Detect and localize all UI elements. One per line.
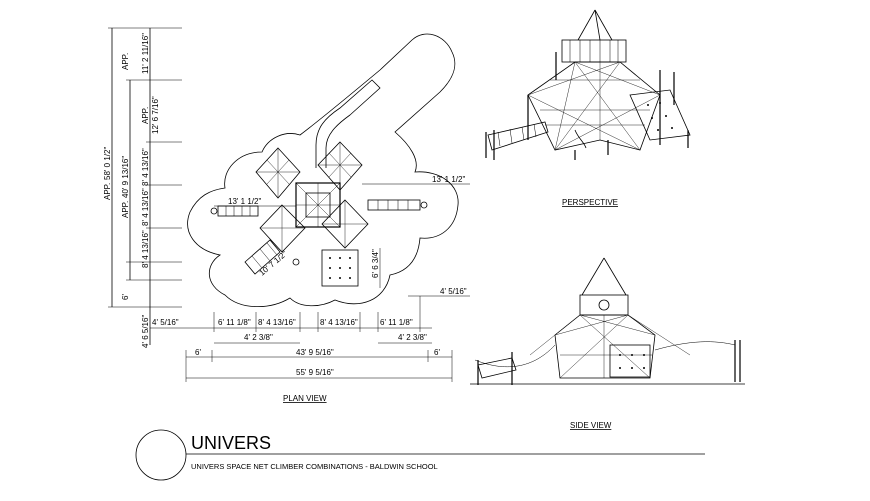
dim-slide: 10' 7 1/2": [258, 249, 289, 277]
dim-bottom-3: 8' 4 13/16": [320, 318, 358, 327]
dim-app-2: APP.: [121, 201, 130, 218]
label-plan-view: PLAN VIEW: [283, 394, 327, 403]
label-side-view: SIDE VIEW: [570, 421, 612, 430]
dim-sub-row-left: 4' 2 3/8": [244, 333, 273, 342]
title-block: UNIVERS UNIVERS SPACE NET CLIMBER COMBIN…: [135, 429, 705, 481]
dim-app-1: APP.: [103, 183, 112, 200]
perspective-view: [485, 9, 691, 160]
side-view: [470, 257, 745, 385]
dim-right-small: 4' 5/16": [440, 287, 467, 296]
ladder-element: [244, 239, 300, 275]
plan-view: 13' 1 1/2" 13' 1 1/2" 10' 7 1/2" 6' 6 3/…: [187, 33, 470, 308]
dim-second-segment: 12' 6 7/16": [151, 96, 160, 134]
lower-right-pyramid: [321, 199, 369, 249]
slide-chute: [315, 79, 381, 168]
dim-lower-segment: 6': [121, 294, 130, 300]
dim-bottom-2: 8' 4 13/16": [258, 318, 296, 327]
dim-total-vertical: 58' 0 1/2": [103, 147, 112, 180]
dim-app-4: APP.: [141, 107, 150, 124]
dim-app-3: APP.: [121, 53, 130, 70]
label-perspective: PERSPECTIVE: [562, 198, 618, 207]
dim-right-width: 13' 1 1/2": [432, 175, 465, 184]
dim-mid-b: 8' 4 13/16": [141, 188, 150, 226]
dim-bottom-4: 6' 11 1/8": [380, 318, 413, 327]
left-pyramid: [255, 147, 301, 199]
dim-right-small-2: 6': [434, 348, 440, 357]
dim-bottom-1: 6' 11 1/8": [218, 318, 251, 327]
left-bridge: [210, 205, 259, 217]
horizontal-dimensions: 4' 5/16" 6' 11 1/8" 8' 4 13/16" 8' 4 13/…: [150, 287, 470, 382]
vertical-dimensions: APP. 58' 0 1/2" APP. 40' 9 13/16" APP. 1…: [103, 27, 182, 348]
lower-left-pyramid: [259, 204, 306, 253]
dim-small-square: 6' 6 3/4": [371, 249, 380, 278]
dim-sub-row-right: 4' 2 3/8": [398, 333, 427, 342]
climbing-panel: [321, 249, 359, 287]
dim-mid-a: 8' 4 13/16": [141, 148, 150, 186]
dim-top-segment: 11' 2 11/16": [141, 33, 150, 74]
right-bridge: [367, 199, 428, 211]
safety-zone-outline: [187, 33, 459, 308]
dim-mid-c: 8' 4 13/16": [141, 230, 150, 268]
central-tower: [295, 182, 341, 228]
drawing-subtitle: UNIVERS SPACE NET CLIMBER COMBINATIONS -…: [191, 462, 438, 471]
dim-center-left-width: 13' 1 1/2": [228, 197, 261, 206]
dim-overall-inner: 43' 9 5/16": [296, 348, 334, 357]
dim-bottom-0: 4' 5/16": [152, 318, 179, 327]
dim-overall-total: 55' 9 5/16": [296, 368, 334, 377]
dim-sub-vertical: 40' 9 13/16": [121, 156, 130, 198]
title-circle: [135, 429, 187, 481]
dim-bottom-segment: 4' 6 5/16": [141, 315, 150, 348]
drawing-title: UNIVERS: [191, 433, 271, 453]
dim-left-small: 6': [195, 348, 201, 357]
